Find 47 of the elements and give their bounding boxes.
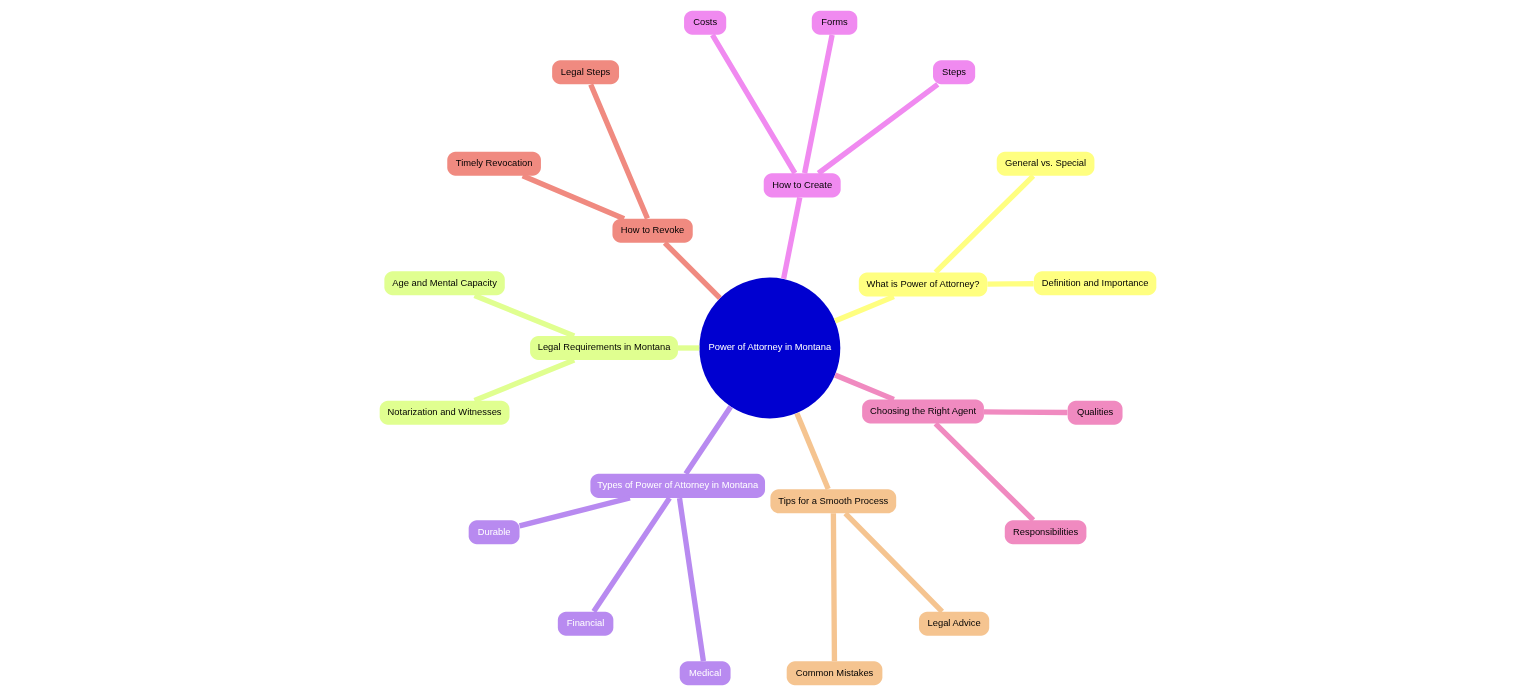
connector <box>518 495 631 529</box>
connector <box>710 33 798 175</box>
connector <box>794 412 831 490</box>
node-box: Steps <box>933 60 976 85</box>
node-box: Costs <box>684 10 727 35</box>
connector <box>933 421 1036 523</box>
node-box: Definition and Importance <box>1033 271 1157 296</box>
node-box: Legal Requirements in Montana <box>530 335 678 361</box>
connector <box>987 281 1034 287</box>
node-box: Tips for a Smooth Process <box>770 489 897 514</box>
connector <box>521 173 626 222</box>
node-circle: Power of Attorney in Montana <box>699 277 841 419</box>
node-box: Legal Steps <box>552 60 620 85</box>
node-box: Common Mistakes <box>786 661 883 686</box>
node-box: General vs. Special <box>996 151 1095 176</box>
node-box: Qualities <box>1067 400 1123 425</box>
node-box: What is Power of Attorney? <box>858 272 988 297</box>
node-box: Legal Advice <box>918 611 990 636</box>
node-box: Notarization and Witnesses <box>379 400 510 425</box>
connector <box>983 409 1068 416</box>
connector <box>802 34 835 174</box>
connector <box>830 513 838 662</box>
connector <box>662 241 722 300</box>
node-box: Age and Mental Capacity <box>384 271 505 296</box>
node-box: Financial <box>557 611 614 636</box>
connector <box>676 497 706 662</box>
connector <box>843 511 944 614</box>
connector <box>834 372 895 402</box>
connector <box>683 405 733 476</box>
connector <box>473 292 576 339</box>
node-box: Forms <box>811 10 858 35</box>
node-box: Medical <box>679 661 731 686</box>
connector <box>591 496 672 614</box>
node-box: How to Revoke <box>612 218 693 243</box>
node-box: Types of Power of Attorney in Montana <box>590 473 766 498</box>
connector <box>933 173 1036 275</box>
node-box: How to Create <box>763 173 841 198</box>
node-box: Durable <box>468 520 520 545</box>
node-box: Choosing the Right Agent <box>862 399 984 424</box>
connector <box>781 197 803 280</box>
connector <box>816 82 940 176</box>
node-box: Timely Revocation <box>447 151 541 176</box>
connector <box>588 83 650 220</box>
connector <box>473 357 576 404</box>
connector <box>834 294 895 324</box>
connector <box>677 345 700 351</box>
node-box: Responsibilities <box>1004 520 1087 545</box>
